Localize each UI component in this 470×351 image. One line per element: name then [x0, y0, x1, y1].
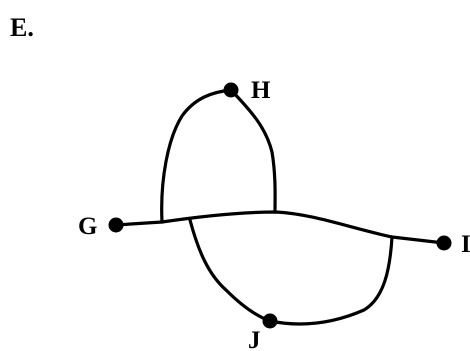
edge-crossing-to-j	[188, 218, 272, 323]
edge-h-to-main-line	[229, 88, 277, 214]
node-h-label: H	[251, 77, 271, 104]
node-i-dot	[436, 235, 452, 251]
node-j-dot	[262, 313, 278, 329]
edge-g-to-crossing	[114, 220, 164, 227]
node-j-label: J	[248, 327, 261, 351]
node-i-label: I	[461, 231, 470, 258]
node-h-dot	[223, 82, 239, 98]
edge-g-side-to-h	[160, 88, 233, 224]
node-g-label: G	[78, 213, 97, 240]
edge-crossing-to-i	[160, 210, 446, 245]
panel-label: E.	[10, 13, 34, 42]
node-g-dot	[108, 217, 124, 233]
edge-j-to-i-loop	[268, 235, 394, 326]
